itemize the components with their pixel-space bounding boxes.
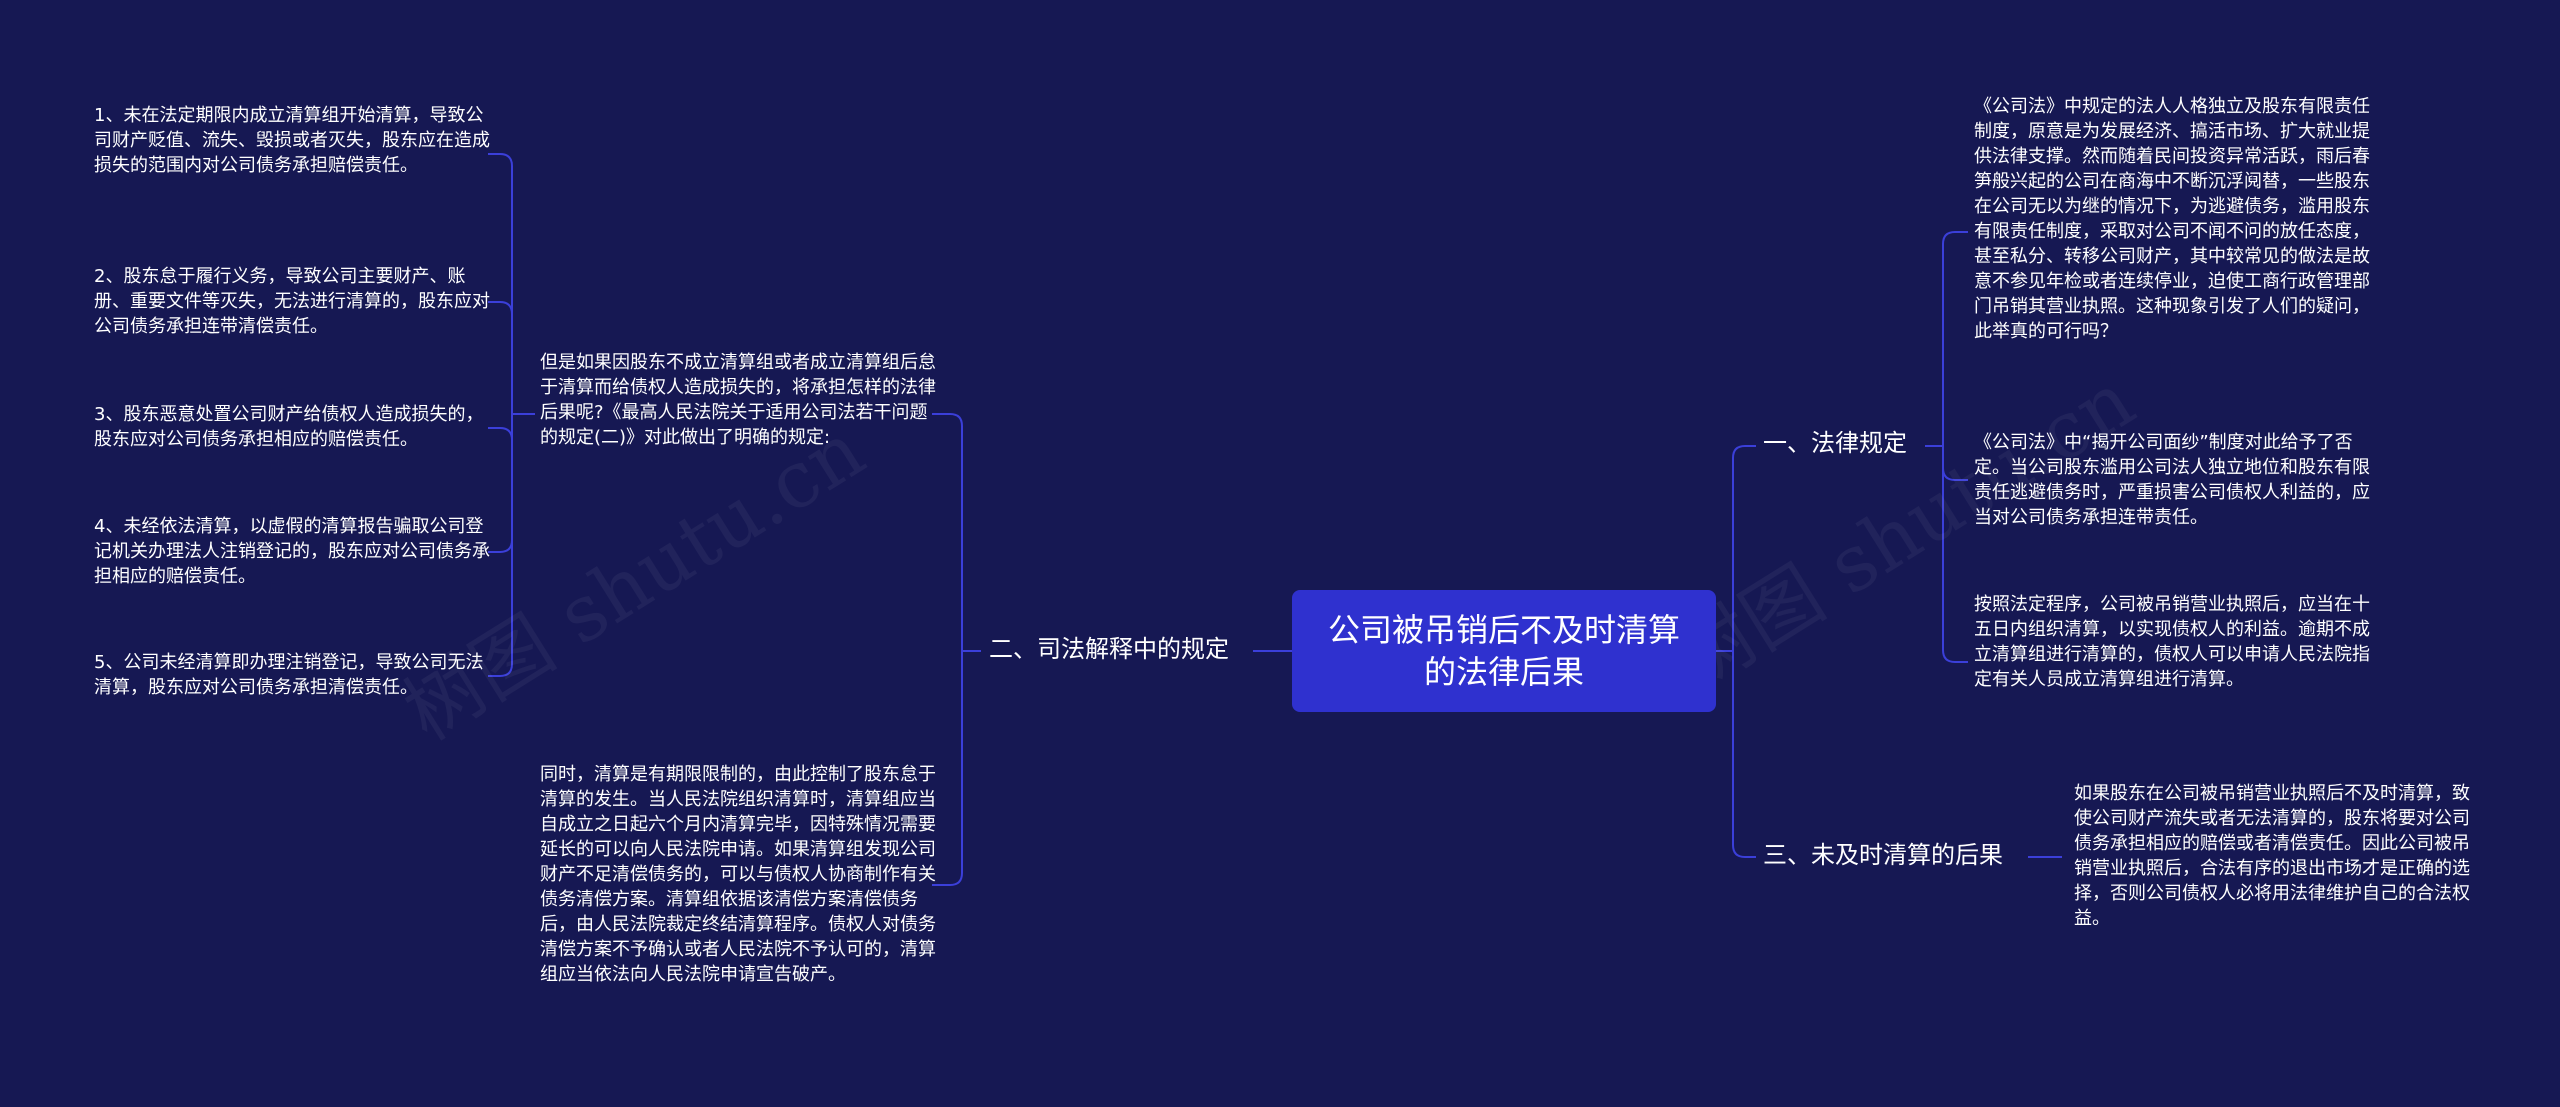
connector-root-to-legal: [1716, 445, 1756, 652]
root-node[interactable]: 公司被吊销后不及时清算的法律后果: [1292, 590, 1716, 712]
consequence-item[interactable]: 如果股东在公司被吊销营业执照后不及时清算，致使公司财产流失或者无法清算的，股东将…: [2074, 783, 2470, 929]
connector-intro-to-rule1: [488, 153, 535, 415]
judicial-intro[interactable]: 但是如果因股东不成立清算组或者成立清算组后怠于清算而给债权人造成损失的，将承担怎…: [540, 352, 936, 448]
connector-legal-to-leaf2: [1942, 446, 1968, 481]
judicial-note[interactable]: 同时，清算是有期限限制的，由此控制了股东怠于清算的发生。当人民法院组织清算时，清…: [540, 764, 936, 985]
judicial-rule-4[interactable]: 4、未经依法清算，以虚假的清算报告骗取公司登记机关办理法人注销登记的，股东应对公…: [94, 516, 490, 587]
connector-intro-to-rule2: [488, 301, 513, 414]
judicial-rule-5[interactable]: 5、公司未经清算即办理注销登记，导致公司无法清算，股东应对公司债务承担清偿责任。: [94, 652, 484, 698]
branch-legal[interactable]: 一、法律规定: [1763, 429, 1907, 457]
connector-legal-to-leaf1: [1925, 231, 1968, 447]
judicial-rule-2[interactable]: 2、股东怠于履行义务，导致公司主要财产、账册、重要文件等灭失，无法进行清算的，股…: [94, 266, 490, 337]
legal-item-2[interactable]: 《公司法》中“揭开公司面纱”制度对此给予了否定。当公司股东滥用公司法人独立地位和…: [1974, 432, 2370, 528]
legal-item-1[interactable]: 《公司法》中规定的法人人格独立及股东有限责任制度，原意是为发展经济、搞活市场、扩…: [1974, 96, 2370, 342]
connector-legal-to-leaf3: [1942, 468, 1968, 663]
connector-intro-to-rule5: [488, 414, 513, 677]
legal-item-3[interactable]: 按照法定程序，公司被吊销营业执照后，应当在十五日内组织清算，以实现债权人的利益。…: [1974, 594, 2370, 690]
connector-intro-to-rule4: [488, 414, 513, 553]
connector-judicial-to-intro: [932, 413, 981, 652]
root-title: 公司被吊销后不及时清算的法律后果: [1327, 611, 1680, 691]
branch-judicial[interactable]: 二、司法解释中的规定: [989, 635, 1229, 663]
connector-judicial-to-note: [932, 651, 963, 886]
connector-intro-to-rule3: [488, 414, 513, 441]
branch-consequence[interactable]: 三、未及时清算的后果: [1763, 841, 2003, 869]
judicial-rule-3[interactable]: 3、股东恶意处置公司财产给债权人造成损失的，股东应对公司债务承担相应的赔偿责任。: [94, 404, 484, 450]
judicial-rule-1[interactable]: 1、未在法定期限内成立清算组开始清算，导致公司财产贬值、流失、毁损或者灭失，股东…: [94, 105, 490, 176]
connector-root-to-consequence: [1732, 651, 1756, 858]
